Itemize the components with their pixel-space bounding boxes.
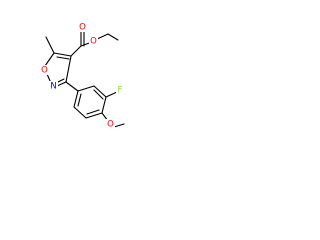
bond-c5-o1 <box>44 52 55 67</box>
atom-label-o-ring: O <box>41 66 48 76</box>
bond-n2-c3-inner <box>57 78 65 83</box>
atom-ring-nitrogen: N <box>49 81 58 92</box>
bond-c3-c4 <box>65 55 72 83</box>
bond-ph2-ph3 <box>93 85 107 98</box>
atom-ester-oxygen: O <box>89 36 98 47</box>
atom-label-o-ester: O <box>90 37 97 47</box>
bond-ph3-f <box>105 91 118 98</box>
bond-ph6-ph1-inner <box>77 93 82 107</box>
atom-ring-oxygen: O <box>40 65 49 76</box>
bond-ph5-ph6 <box>73 106 87 119</box>
bond-c5-methyl <box>45 36 55 54</box>
atom-label-o-methoxy: O <box>107 120 114 130</box>
bond-c3-phenyl <box>65 81 79 92</box>
bonds <box>44 29 125 128</box>
bond-ph1-ph2 <box>77 85 95 92</box>
atom-label-f: F <box>118 86 123 96</box>
atom-label-o-carbonyl: O <box>79 23 86 33</box>
bond-ph3-ph4 <box>101 96 107 114</box>
molecule-diagram: O O O N F O <box>40 22 125 130</box>
bond-c5-c5-inner <box>56 56 70 60</box>
atom-labels: O O O N F O <box>40 22 124 130</box>
bond-c4-c5 <box>53 52 72 57</box>
bond-n2-c3 <box>56 81 67 87</box>
bond-ph6-ph1 <box>73 90 79 108</box>
atom-fluorine: F <box>116 85 124 96</box>
bond-o-ch3 <box>113 123 125 128</box>
atom-carbonyl-oxygen: O <box>78 22 87 33</box>
bond-carbonyl-c4 <box>70 45 82 57</box>
bond-ph2-ph3-inner <box>93 89 104 100</box>
bond-ethyl-ch3-ch2 <box>107 33 119 41</box>
structure-canvas: O O O N F O <box>0 0 152 152</box>
atom-methoxy-oxygen: O <box>106 119 115 130</box>
bond-ph4-ph5 <box>85 112 103 119</box>
atom-label-n-ring: N <box>50 82 56 92</box>
bond-ph4-ph5-inner <box>86 109 100 115</box>
